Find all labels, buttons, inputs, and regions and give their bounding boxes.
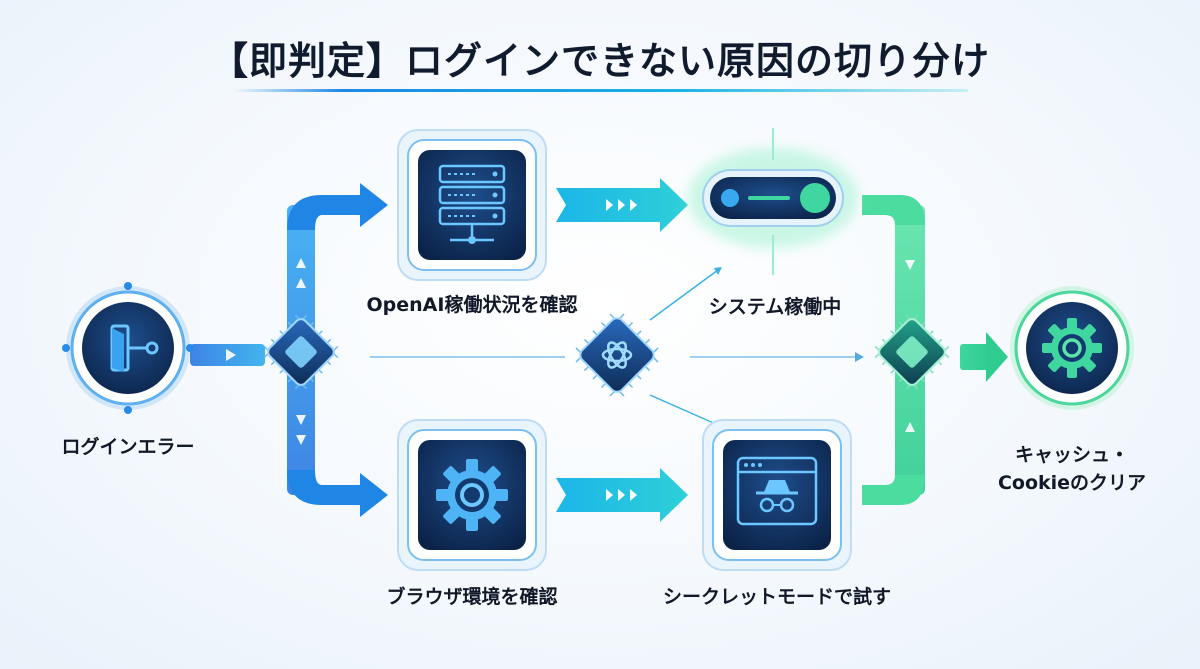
incognito-icon — [736, 456, 818, 526]
incognito-node — [702, 419, 852, 571]
incognito-label: シークレットモードで試す — [662, 586, 891, 608]
login-door-icon — [110, 324, 159, 372]
hub-center-chip — [575, 313, 659, 397]
page-title: 【即判定】ログインできない原因の切り分け — [209, 39, 990, 83]
start-label: ログインエラー — [61, 436, 195, 458]
start-node — [62, 282, 194, 414]
title-underline — [232, 89, 968, 92]
toggle-icon — [721, 183, 830, 213]
openai-logo-icon — [601, 341, 633, 369]
browser-node — [397, 419, 547, 571]
server-icon — [438, 164, 506, 244]
gear-icon — [1042, 318, 1102, 378]
hub-left-chip — [263, 314, 339, 390]
system-node — [688, 128, 858, 275]
end-label-line2: Cookieのクリア — [997, 472, 1147, 494]
system-label: システム稼働中 — [708, 296, 842, 318]
gear-icon — [436, 459, 508, 531]
end-node — [1010, 286, 1134, 410]
status-node — [397, 129, 547, 281]
status-label: OpenAI稼働状況を確認 — [366, 294, 578, 316]
hub-right-chip — [874, 314, 950, 390]
end-label-line1: キャッシュ・ — [1014, 444, 1129, 466]
browser-label: ブラウザ環境を確認 — [386, 586, 558, 608]
